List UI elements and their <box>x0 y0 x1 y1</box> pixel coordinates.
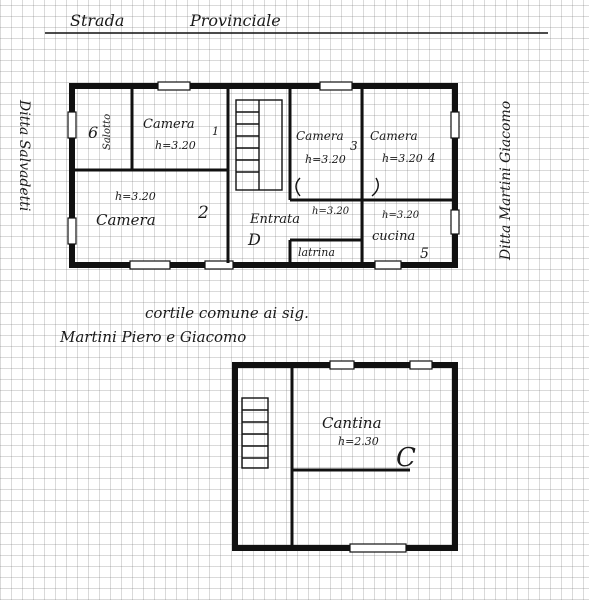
door-swing <box>371 177 379 197</box>
courtyard-label-line1: cortile comune ai sig. <box>145 304 309 322</box>
window <box>157 81 191 91</box>
basement-outer-wall <box>232 362 458 551</box>
room-number-2: 2 <box>197 203 209 223</box>
courtyard-label-line2: Martini Piero e Giacomo <box>59 328 246 346</box>
room-label-entrata: Entrata <box>249 212 300 227</box>
room-height-cantina: h=2.30 <box>338 435 379 448</box>
room-height-camera-3: h=3.20 <box>305 153 346 166</box>
window <box>450 209 460 235</box>
room-number-1: 1 <box>212 125 219 138</box>
room-label-latrina: latrina <box>298 246 335 259</box>
window <box>450 111 460 139</box>
room-label-camera-1: Camera <box>143 117 195 132</box>
room-height-camera-4: h=3.20 <box>382 152 423 165</box>
room-label-cucina: cucina <box>372 229 415 244</box>
window <box>374 260 402 270</box>
room-label-camera-4: Camera <box>370 129 418 143</box>
basement-staircase <box>241 397 269 469</box>
neighbor-label-right: Ditta Martini Giacomo <box>498 101 514 261</box>
room-height-entrata: h=3.20 <box>312 206 350 217</box>
door-swing <box>295 177 301 197</box>
staircase <box>235 99 283 191</box>
room-number-5: 5 <box>420 246 429 262</box>
room-number-cantina: C <box>396 443 416 473</box>
room-height-camera-2: h=3.20 <box>115 190 156 203</box>
room-number-3: 3 <box>350 139 358 153</box>
room-number-4: 4 <box>427 151 436 165</box>
room-label-salotto: Salotto <box>102 114 113 150</box>
window <box>409 360 433 370</box>
room-label-cantina: Cantina <box>322 414 382 432</box>
room-number-salotto: 6 <box>88 123 98 142</box>
window <box>329 360 355 370</box>
window <box>129 260 171 270</box>
window <box>67 217 77 245</box>
road-label-provinciale: Provinciale <box>189 11 281 30</box>
room-number-entrata: D <box>247 230 261 249</box>
ground-floor-plan <box>67 81 460 270</box>
room-label-camera-2: Camera <box>96 211 156 229</box>
room-height-cucina: h=3.20 <box>382 210 420 221</box>
basement-plan <box>232 360 458 553</box>
road-label-strada: Strada <box>70 11 124 30</box>
window <box>67 111 77 139</box>
room-label-camera-3: Camera <box>296 129 344 143</box>
room-height-camera-1: h=3.20 <box>155 139 196 152</box>
neighbor-label-left: Ditta Salvadetti <box>16 99 32 211</box>
window <box>204 260 234 270</box>
window <box>349 543 407 553</box>
window <box>319 81 353 91</box>
